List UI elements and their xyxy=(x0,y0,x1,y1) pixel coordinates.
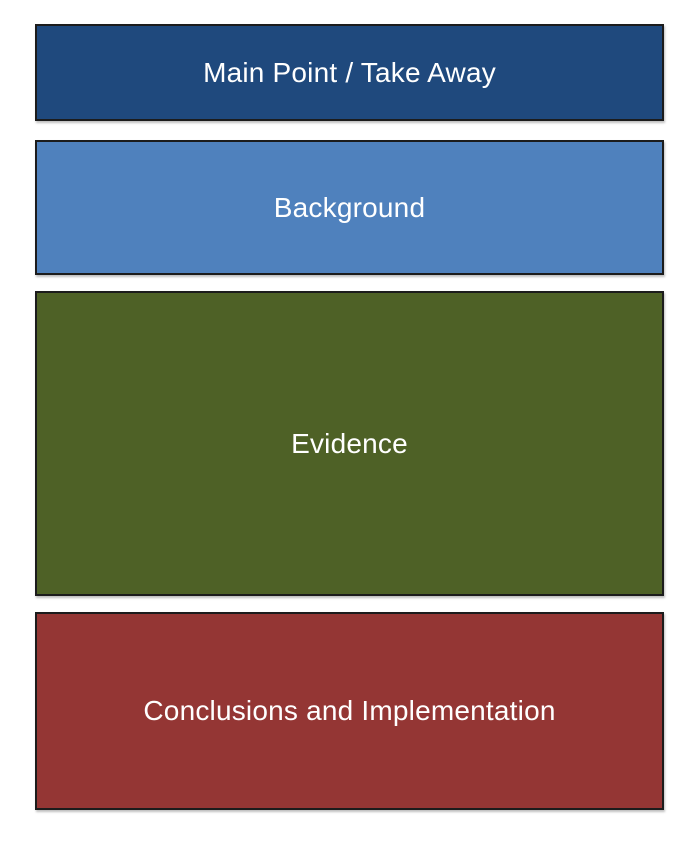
box-conclusions-label: Conclusions and Implementation xyxy=(143,695,556,726)
box-main-point-label: Main Point / Take Away xyxy=(203,56,496,88)
box-main-point: Main Point / Take Away xyxy=(35,24,664,121)
box-conclusions: Conclusions and Implementation xyxy=(35,612,664,810)
box-background: Background xyxy=(35,140,664,275)
box-evidence: Evidence xyxy=(35,291,664,596)
box-background-label: Background xyxy=(273,191,426,223)
box-evidence-label: Evidence xyxy=(291,427,408,459)
